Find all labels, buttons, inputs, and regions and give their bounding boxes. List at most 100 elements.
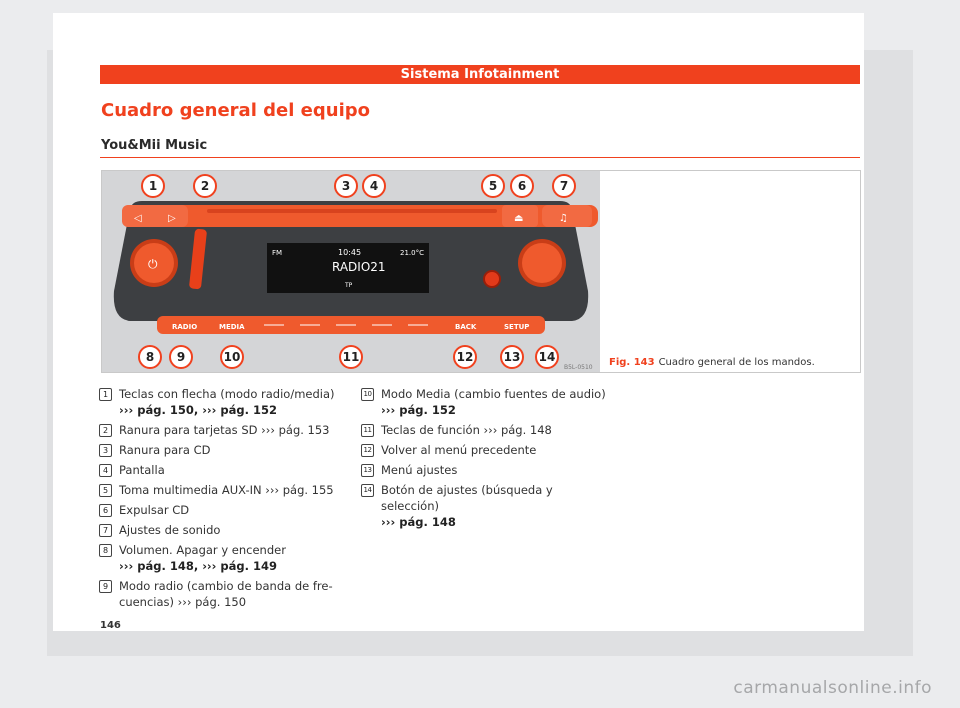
music-note-icon: ♫ (559, 213, 568, 224)
legend-text: Ajustes de sonido (119, 523, 221, 537)
display-temp: 21.0°C (400, 249, 424, 257)
legend-item: 3 Ranura para CD (99, 442, 339, 458)
svg-text:2: 2 (201, 179, 209, 193)
svg-text:10: 10 (224, 350, 241, 364)
svg-text:14: 14 (539, 350, 556, 364)
legend-text: Botón de ajustes (búsqueda y selección) (381, 483, 553, 513)
legend-text: Ranura para tarjetas SD ››› pág. 153 (119, 423, 330, 437)
radio-unit-svg: ◁ ▷ ⏏ ♫ ⏻ FM 10:45 21.0°C RADIO21 TP (113, 174, 598, 371)
legend-page-ref[interactable]: ››› pág. 152 (381, 403, 456, 417)
figure-box: ◁ ▷ ⏏ ♫ ⏻ FM 10:45 21.0°C RADIO21 TP (101, 170, 861, 373)
page-title: Cuadro general del equipo (101, 100, 370, 121)
watermark: carmanualsonline.info (733, 678, 932, 698)
legend-item: 13 Menú ajustes (361, 462, 611, 478)
legend-item: 1 Teclas con flecha (modo radio/media) ›››… (99, 386, 339, 418)
svg-text:9: 9 (177, 350, 185, 364)
legend-number: 13 (361, 464, 374, 477)
display-mode: FM (272, 249, 282, 257)
aux-in-jack[interactable] (483, 270, 501, 288)
legend-number: 7 (99, 524, 112, 537)
legend-page-ref[interactable]: ››› pág. 148 (381, 515, 456, 529)
legend-number: 2 (99, 424, 112, 437)
legend-number: 6 (99, 504, 112, 517)
legend-text: Expulsar CD (119, 503, 190, 517)
figure-code: B5L-0510 (564, 364, 593, 371)
radio-display (267, 243, 429, 293)
svg-text:8: 8 (146, 350, 154, 364)
legend-number: 1 (99, 388, 112, 401)
legend-text: Modo Media (cambio fuentes de audio) (381, 387, 606, 401)
cd-slot (207, 209, 497, 213)
legend-text: Volver al menú precedente (381, 443, 537, 457)
arrow-right-icon: ▷ (168, 213, 176, 224)
legend-item: 12 Volver al menú precedente (361, 442, 611, 458)
eject-button[interactable] (502, 205, 538, 227)
legend-item: 5 Toma multimedia AUX-IN ››› pág. 155 (99, 482, 339, 498)
radio-illustration: ◁ ▷ ⏏ ♫ ⏻ FM 10:45 21.0°C RADIO21 TP (102, 171, 600, 372)
section-banner: Sistema Infotainment (100, 65, 860, 84)
legend-item: 6 Expulsar CD (99, 502, 339, 518)
arrow-left-icon: ◁ (134, 213, 142, 224)
svg-text:11: 11 (343, 350, 360, 364)
legend-page-ref[interactable]: ››› pág. 148, ››› pág. 149 (119, 559, 278, 573)
eject-icon: ⏏ (514, 213, 523, 224)
svg-text:6: 6 (518, 179, 526, 193)
legend-item: 8 Volumen. Apagar y encender ››› pág. 148,… (99, 542, 339, 574)
legend-item: 7 Ajustes de sonido (99, 522, 339, 538)
sound-button[interactable] (542, 205, 592, 227)
sd-slot (189, 228, 207, 290)
legend-number: 14 (361, 484, 374, 497)
volume-knob[interactable] (134, 243, 174, 283)
legend-number: 3 (99, 444, 112, 457)
svg-text:4: 4 (370, 179, 378, 193)
legend-number: 5 (99, 484, 112, 497)
back-button[interactable]: BACK (455, 323, 477, 331)
legend-column-2: 10 Modo Media (cambio fuentes de audio) ››… (361, 386, 611, 534)
setup-button[interactable]: SETUP (504, 323, 529, 331)
legend-number: 11 (361, 424, 374, 437)
arrow-keys[interactable] (122, 205, 188, 227)
legend-text: Pantalla (119, 463, 165, 477)
legend-column-1: 1 Teclas con flecha (modo radio/media) ›››… (99, 386, 339, 614)
figure-label: Fig. 143 (609, 357, 655, 368)
legend-text: Toma multimedia AUX-IN ››› pág. 155 (119, 483, 334, 497)
callouts-top (141, 174, 576, 198)
legend-text: Teclas con flecha (modo radio/media) (119, 387, 335, 401)
legend-number: 4 (99, 464, 112, 477)
legend-number: 8 (99, 544, 112, 557)
legend-page-ref[interactable]: ››› pág. 150, ››› pág. 152 (119, 403, 278, 417)
display-time: 10:45 (338, 248, 361, 257)
title-rule (100, 157, 860, 158)
legend-number: 12 (361, 444, 374, 457)
figure-caption-text: Cuadro general de los mandos. (658, 357, 815, 368)
legend-text: Ranura para CD (119, 443, 211, 457)
power-icon: ⏻ (148, 257, 158, 271)
display-station: RADIO21 (332, 260, 386, 274)
svg-text:13: 13 (504, 350, 521, 364)
legend-number: 10 (361, 388, 374, 401)
svg-text:1: 1 (149, 179, 157, 193)
settings-knob[interactable] (522, 243, 562, 283)
legend-text: Volumen. Apagar y encender (119, 543, 286, 557)
media-button[interactable]: MEDIA (219, 323, 245, 331)
legend-number: 9 (99, 580, 112, 593)
legend-text: Teclas de función ››› pág. 148 (381, 423, 552, 437)
legend-item: 14 Botón de ajustes (búsqueda y selección… (361, 482, 611, 530)
svg-text:5: 5 (489, 179, 497, 193)
svg-text:12: 12 (457, 350, 474, 364)
display-tp: TP (344, 282, 353, 289)
legend-item: 11 Teclas de función ››› pág. 148 (361, 422, 611, 438)
legend-text: Menú ajustes (381, 463, 458, 477)
page-number: 146 (100, 620, 121, 631)
svg-text:3: 3 (342, 179, 350, 193)
legend-item: 4 Pantalla (99, 462, 339, 478)
svg-text:7: 7 (560, 179, 568, 193)
legend-item: 2 Ranura para tarjetas SD ››› pág. 153 (99, 422, 339, 438)
legend-item: 10 Modo Media (cambio fuentes de audio) ››… (361, 386, 611, 418)
callouts-bottom (138, 345, 559, 369)
radio-button[interactable]: RADIO (172, 323, 197, 331)
legend-text: Modo radio (cambio de banda de fre-cuenc… (119, 579, 333, 609)
page-subtitle: You&Mii Music (101, 138, 208, 153)
